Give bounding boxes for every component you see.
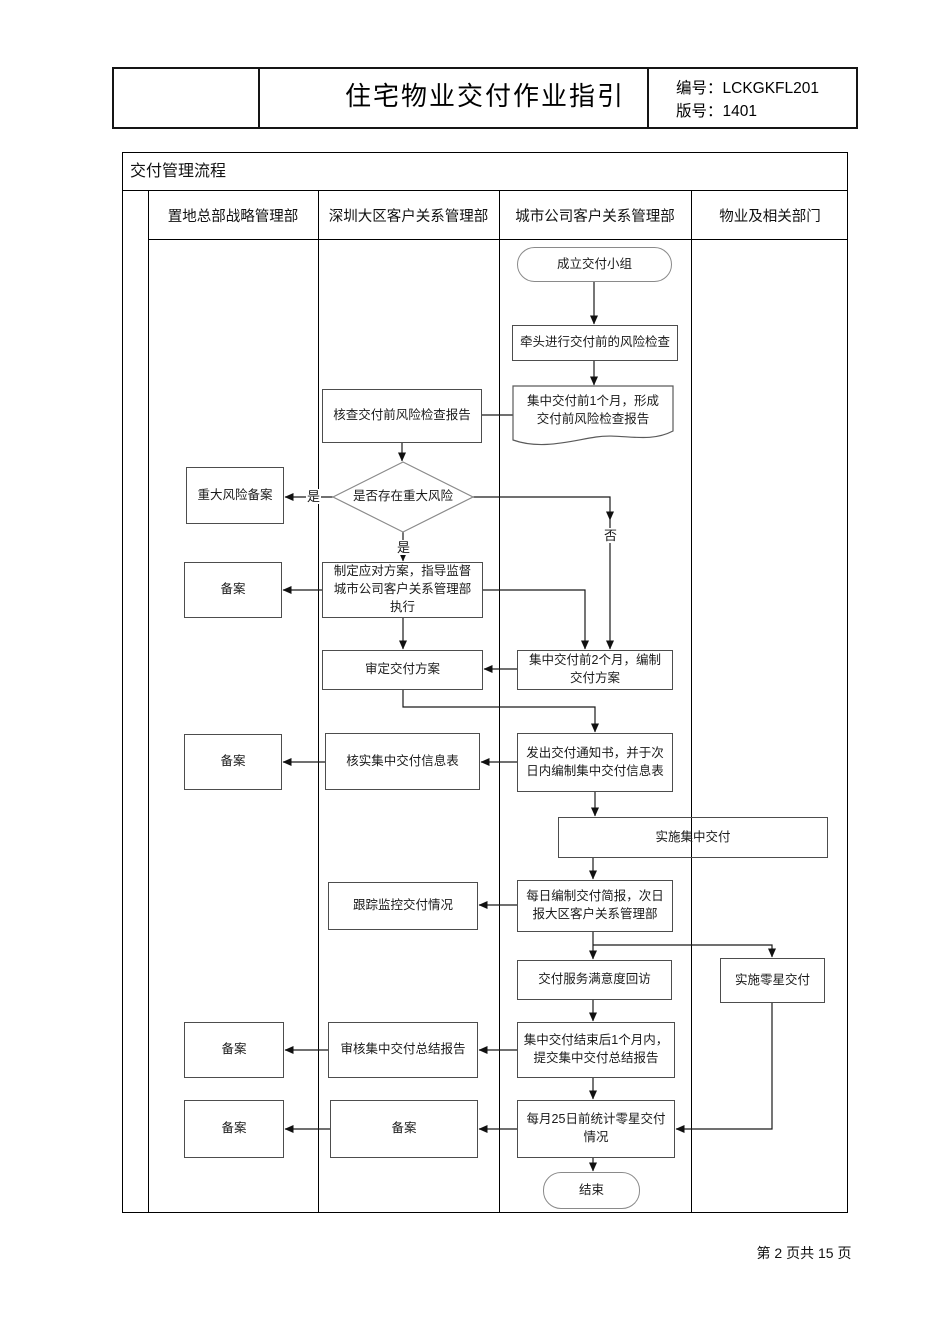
flow-node-sporadic-delivery: 实施零星交付 bbox=[720, 958, 825, 1003]
doc-number: 编号：LCKGKFL201 bbox=[676, 80, 819, 97]
column-divider bbox=[499, 191, 500, 1212]
flow-node-risk-decision: 是否存在重大风险 bbox=[352, 489, 453, 504]
document-meta: 编号：LCKGKFL201 版号：1401 bbox=[676, 77, 819, 123]
flow-node-mass-delivery: 实施集中交付 bbox=[558, 817, 828, 858]
document-shape bbox=[512, 385, 674, 446]
flow-node-verify-info: 核实集中交付信息表 bbox=[325, 733, 480, 790]
flow-node-start: 成立交付小组 bbox=[517, 247, 672, 282]
flow-node-major-risk-record: 重大风险备案 bbox=[186, 467, 284, 524]
flow-node-record-2: 备案 bbox=[184, 734, 282, 790]
header-row-border bbox=[148, 239, 847, 240]
flow-node-make-plan: 集中交付前2个月，编制交付方案 bbox=[517, 650, 673, 690]
flow-node-end: 结束 bbox=[543, 1172, 640, 1209]
decision-diamond bbox=[331, 461, 475, 533]
flow-node-monthly-stats: 每月25日前统计零星交付情况 bbox=[517, 1100, 675, 1158]
flow-node-record-1: 备案 bbox=[184, 562, 282, 618]
edge-label-yes-left: 是 bbox=[306, 489, 322, 504]
flow-title: 交付管理流程 bbox=[123, 153, 847, 191]
flow-node-submit-summary: 集中交付结束后1个月内，提交集中交付总结报告 bbox=[517, 1022, 675, 1078]
column-header-strategy-dept: 置地总部战略管理部 bbox=[167, 208, 299, 225]
doc-version: 版号：1401 bbox=[676, 103, 757, 120]
flow-node-lead-risk-check: 牵头进行交付前的风险检查 bbox=[512, 325, 678, 361]
page-number: 第 2 页共 15 页 bbox=[756, 1245, 852, 1261]
column-divider bbox=[148, 191, 149, 1212]
column-header-city-dept: 城市公司客户关系管理部 bbox=[515, 208, 675, 225]
flow-node-daily-brief: 每日编制交付简报，次日报大区客户关系管理部 bbox=[517, 880, 673, 932]
flow-node-approve-plan: 审定交付方案 bbox=[322, 650, 483, 690]
column-header-property-dept: 物业及相关部门 bbox=[719, 208, 821, 225]
flow-node-track-delivery: 跟踪监控交付情况 bbox=[328, 882, 478, 930]
flow-node-form-risk-report: 集中交付前1个月，形成交付前风险检查报告 bbox=[527, 394, 659, 426]
column-divider bbox=[318, 191, 319, 1212]
document-header: 住宅物业交付作业指引 编号：LCKGKFL201 版号：1401 bbox=[112, 67, 858, 129]
flow-node-record-3: 备案 bbox=[184, 1022, 284, 1078]
flow-node-response-plan: 制定应对方案，指导监督城市公司客户关系管理部执行 bbox=[322, 562, 483, 618]
edge-label-yes-down: 是 bbox=[396, 540, 412, 555]
flow-node-satisfaction-visit: 交付服务满意度回访 bbox=[517, 960, 672, 1000]
flow-node-review-risk-report: 核查交付前风险检查报告 bbox=[322, 389, 482, 443]
flow-node-record-4: 备案 bbox=[330, 1100, 478, 1158]
flow-node-record-5: 备案 bbox=[184, 1100, 284, 1158]
flow-node-send-notice: 发出交付通知书，并于次日内编制集中交付信息表 bbox=[517, 733, 673, 792]
edge-label-no: 否 bbox=[603, 528, 619, 543]
header-divider bbox=[647, 69, 649, 127]
column-divider bbox=[691, 191, 692, 1212]
column-header-region-dept: 深圳大区客户关系管理部 bbox=[328, 208, 489, 225]
flow-node-review-summary: 审核集中交付总结报告 bbox=[328, 1022, 478, 1078]
header-divider bbox=[258, 69, 260, 127]
document-title: 住宅物业交付作业指引 bbox=[344, 81, 625, 111]
